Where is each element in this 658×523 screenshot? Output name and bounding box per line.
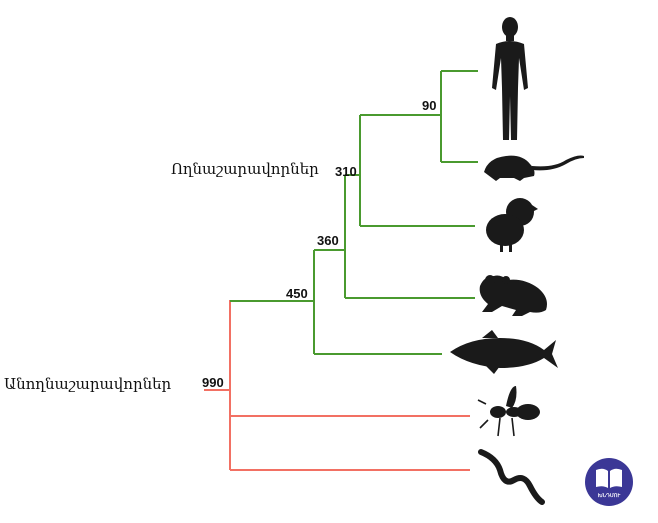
node-label-450: 450	[286, 286, 308, 301]
worm-icon	[478, 449, 545, 505]
invertebrate-branches	[204, 300, 470, 471]
fly-icon	[477, 386, 540, 437]
logo-text: ԽՆԴՄՈՒ	[598, 493, 621, 499]
chick-icon	[486, 198, 538, 252]
logo: ԽՆԴՄՈՒ	[585, 458, 633, 506]
node-label-310: 310	[335, 164, 357, 179]
group-label-vertebrates: Ողնաշարավորներ	[171, 160, 319, 178]
vertebrate-branches	[230, 70, 478, 355]
human-icon	[492, 17, 528, 140]
node-label-root: 990	[202, 375, 224, 390]
group-label-invertebrates: Անողնաշարավորներ	[4, 375, 172, 393]
node-label-360: 360	[317, 233, 339, 248]
book-icon	[596, 468, 622, 488]
node-label-90: 90	[422, 98, 436, 113]
rat-icon	[484, 155, 584, 181]
frog-icon	[479, 275, 547, 316]
fish-icon	[450, 330, 558, 374]
